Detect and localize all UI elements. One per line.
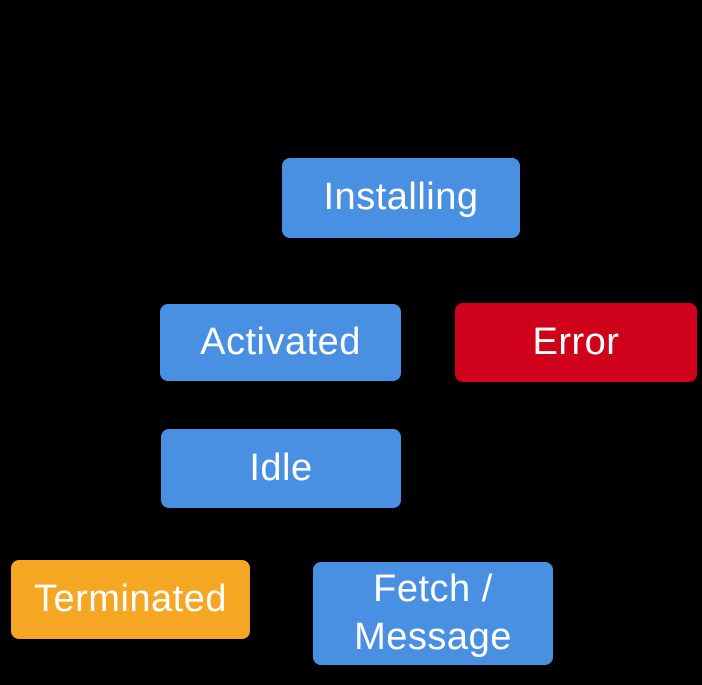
node-terminated-label: Terminated — [34, 577, 227, 620]
node-error-label: Error — [532, 320, 620, 363]
node-installing: Installing — [282, 158, 520, 238]
node-installing-label: Installing — [323, 176, 479, 219]
node-terminated: Terminated — [11, 560, 250, 639]
node-idle: Idle — [161, 429, 401, 508]
node-fetch-message: Fetch / Message — [313, 562, 553, 665]
node-activated: Activated — [160, 304, 401, 381]
node-error: Error — [455, 303, 697, 382]
node-idle-label: Idle — [249, 446, 313, 489]
node-activated-label: Activated — [200, 320, 361, 363]
node-fetch-message-label: Fetch / Message — [354, 568, 512, 658]
